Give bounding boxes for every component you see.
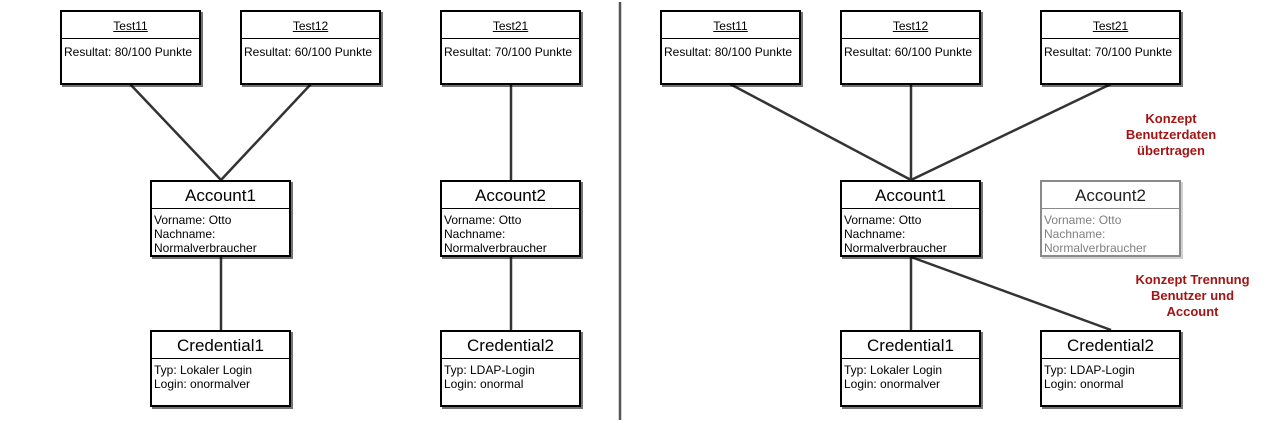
test11-box-left[interactable]: Test11 Resultat: 80/100 Punkte (60, 10, 201, 85)
test21-box-left[interactable]: Test21 Resultat: 70/100 Punkte (440, 10, 581, 85)
account2-box-right[interactable]: Account2 Vorname: Otto Nachname: Normalv… (1040, 180, 1181, 257)
attr-line: Typ: Lokaler Login (844, 363, 943, 377)
note-konzept-trennung: Konzept Trennung Benutzer und Account (1125, 272, 1260, 320)
account2-attrs: Vorname: Otto Nachname: Normalverbrauche… (442, 209, 579, 255)
edge-test11-account1-right (729, 82, 912, 182)
credential2-attrs: Typ: LDAP-Login Login: onormal (442, 359, 579, 391)
edge-test11-account1-left (129, 83, 222, 181)
edge-test21-account1-right (910, 82, 1112, 182)
attr-line: Normalverbraucher (154, 241, 257, 255)
test12-box-right[interactable]: Test12 Resultat: 60/100 Punkte (840, 10, 981, 85)
attr-line: Resultat: 60/100 Punkte (244, 45, 373, 59)
attr-line: Resultat: 70/100 Punkte (444, 45, 573, 59)
account1-title: Account1 (842, 182, 979, 209)
attr-line: Typ: LDAP-Login (1044, 363, 1135, 377)
account2-box-left[interactable]: Account2 Vorname: Otto Nachname: Normalv… (440, 180, 581, 257)
account1-attrs: Vorname: Otto Nachname: Normalverbrauche… (152, 209, 289, 255)
account1-box-left[interactable]: Account1 Vorname: Otto Nachname: Normalv… (150, 180, 291, 257)
attr-line: Normalverbraucher (444, 241, 547, 255)
account2-title: Account2 (442, 182, 579, 209)
account2-title: Account2 (1042, 182, 1179, 209)
attr-line: Vorname: Otto (1044, 213, 1122, 227)
credential2-title: Credential2 (442, 332, 579, 359)
test11-attrs: Resultat: 80/100 Punkte (662, 39, 799, 59)
attr-line: Login: onormalver (844, 377, 941, 391)
account1-box-right[interactable]: Account1 Vorname: Otto Nachname: Normalv… (840, 180, 981, 257)
attr-line: Resultat: 70/100 Punkte (1044, 45, 1173, 59)
test11-title: Test11 (62, 12, 199, 39)
test12-title: Test12 (842, 12, 979, 39)
credential1-attrs: Typ: Lokaler Login Login: onormalver (842, 359, 979, 391)
test21-attrs: Resultat: 70/100 Punkte (1042, 39, 1179, 59)
attr-line: Vorname: Otto (154, 213, 232, 227)
edge-account1-credential2-right (910, 255, 1112, 332)
note-line: Konzept (1145, 111, 1197, 126)
attr-line: Login: onormalver (154, 377, 251, 391)
credential2-attrs: Typ: LDAP-Login Login: onormal (1042, 359, 1179, 391)
attr-line: Typ: LDAP-Login (444, 363, 535, 377)
attr-line: Nachname: (844, 227, 906, 241)
attr-line: Nachname: (444, 227, 506, 241)
attr-line: Normalverbraucher (1044, 241, 1147, 255)
test12-box-left[interactable]: Test12 Resultat: 60/100 Punkte (240, 10, 381, 85)
attr-line: Vorname: Otto (844, 213, 922, 227)
note-line: übertragen (1137, 143, 1205, 158)
attr-line: Login: onormal (1044, 377, 1124, 391)
test21-title: Test21 (1042, 12, 1179, 39)
account1-attrs: Vorname: Otto Nachname: Normalverbrauche… (842, 209, 979, 255)
test11-box-right[interactable]: Test11 Resultat: 80/100 Punkte (660, 10, 801, 85)
note-line: Benutzer und (1150, 288, 1235, 303)
attr-line: Normalverbraucher (844, 241, 947, 255)
test11-attrs: Resultat: 80/100 Punkte (62, 39, 199, 59)
test12-title: Test12 (242, 12, 379, 39)
test12-attrs: Resultat: 60/100 Punkte (242, 39, 379, 59)
credential1-attrs: Typ: Lokaler Login Login: onormalver (152, 359, 289, 391)
credential2-box-left[interactable]: Credential2 Typ: LDAP-Login Login: onorm… (440, 330, 581, 407)
account2-attrs: Vorname: Otto Nachname: Normalverbrauche… (1042, 209, 1179, 255)
test11-title: Test11 (662, 12, 799, 39)
note-line: Konzept Trennung (1135, 272, 1250, 287)
attr-line: Vorname: Otto (444, 213, 522, 227)
attr-line: Resultat: 80/100 Punkte (664, 45, 793, 59)
credential2-title: Credential2 (1042, 332, 1179, 359)
attr-line: Nachname: (1044, 227, 1106, 241)
credential2-box-right[interactable]: Credential2 Typ: LDAP-Login Login: onorm… (1040, 330, 1181, 407)
attr-line: Login: onormal (444, 377, 524, 391)
note-line: Account (1166, 304, 1219, 319)
credential1-title: Credential1 (152, 332, 289, 359)
test21-attrs: Resultat: 70/100 Punkte (442, 39, 579, 59)
test21-title: Test21 (442, 12, 579, 39)
attr-line: Typ: Lokaler Login (154, 363, 253, 377)
credential1-title: Credential1 (842, 332, 979, 359)
attr-line: Resultat: 60/100 Punkte (844, 45, 973, 59)
note-konzept-benutzerdaten: Konzept Benutzerdaten übertragen (1116, 111, 1226, 159)
credential1-box-left[interactable]: Credential1 Typ: Lokaler Login Login: on… (150, 330, 291, 407)
account1-title: Account1 (152, 182, 289, 209)
attr-line: Resultat: 80/100 Punkte (64, 45, 193, 59)
attr-line: Nachname: (154, 227, 216, 241)
test21-box-right[interactable]: Test21 Resultat: 70/100 Punkte (1040, 10, 1181, 85)
edge-test12-account1-left (220, 83, 312, 181)
test12-attrs: Resultat: 60/100 Punkte (842, 39, 979, 59)
note-line: Benutzerdaten (1125, 127, 1217, 142)
credential1-box-right[interactable]: Credential1 Typ: Lokaler Login Login: on… (840, 330, 981, 407)
